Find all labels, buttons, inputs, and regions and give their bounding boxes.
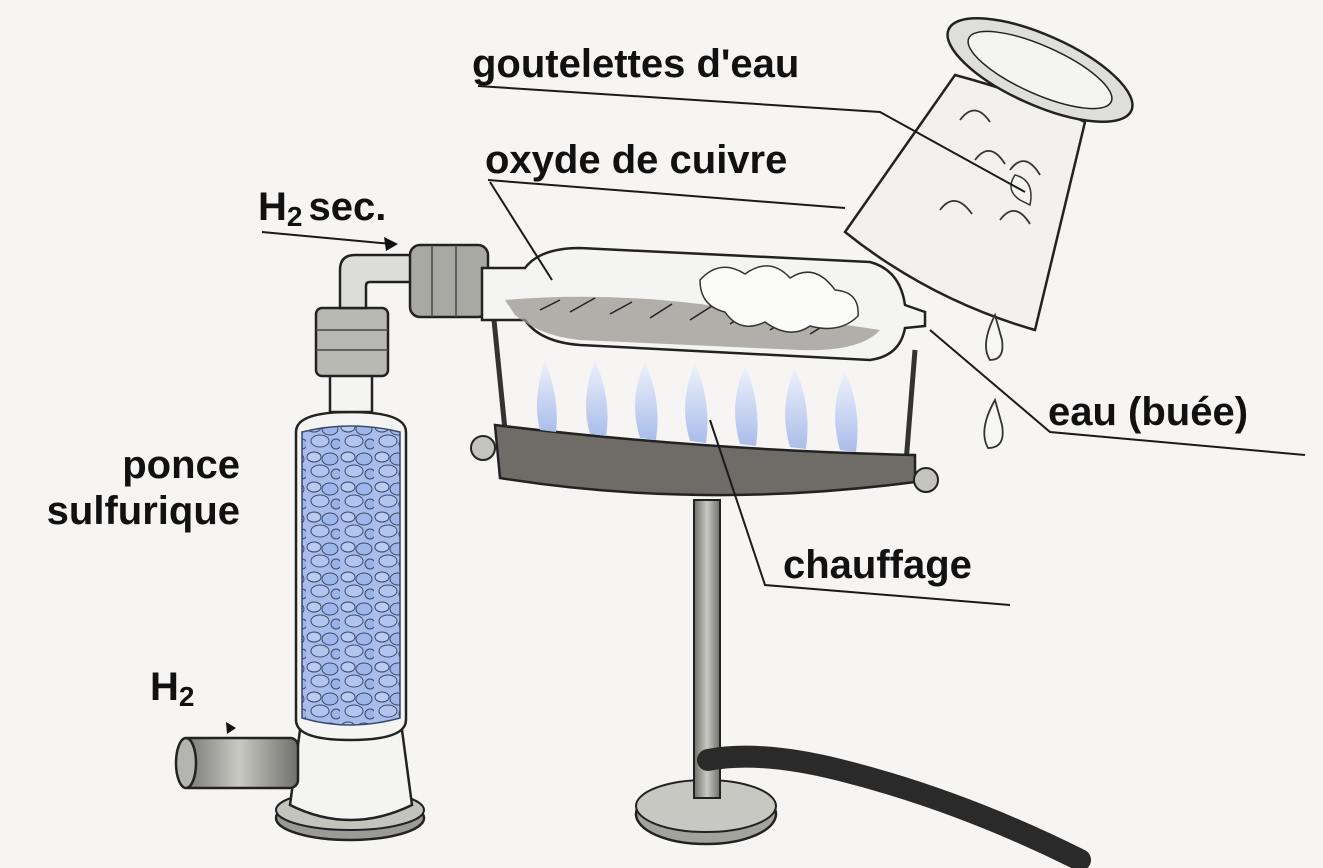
label-pumice-line1: ponce: [122, 443, 240, 487]
column-stopper: [316, 308, 388, 376]
reaction-tube: [482, 248, 925, 360]
column-foot: [290, 730, 412, 820]
column-neck: [330, 372, 372, 412]
burner-stand: [471, 300, 1080, 860]
arrow-right-icon: [384, 237, 398, 251]
elbow-tube: [340, 255, 420, 308]
pumice-fill: [302, 426, 400, 725]
drying-column: [176, 245, 488, 840]
label-copper-oxide: oxyde de cuivre: [485, 138, 787, 182]
label-water-droplets: goutelettes d'eau: [472, 42, 799, 86]
tray-knob-right: [914, 468, 938, 492]
falling-drop-1: [986, 315, 1003, 360]
inlet-pipe: [180, 738, 298, 788]
arrow-right-icon: [226, 722, 236, 734]
label-h2-inlet: H2: [150, 665, 194, 712]
label-heating: chauffage: [783, 543, 972, 587]
condensation-flask: [845, 0, 1146, 448]
tube-connector: [410, 245, 488, 317]
falling-drop-2: [984, 400, 1002, 448]
label-water-mist: eau (buée): [1048, 390, 1248, 434]
label-pumice-line2: sulfurique: [47, 489, 240, 533]
tray-knob-left: [471, 436, 495, 460]
